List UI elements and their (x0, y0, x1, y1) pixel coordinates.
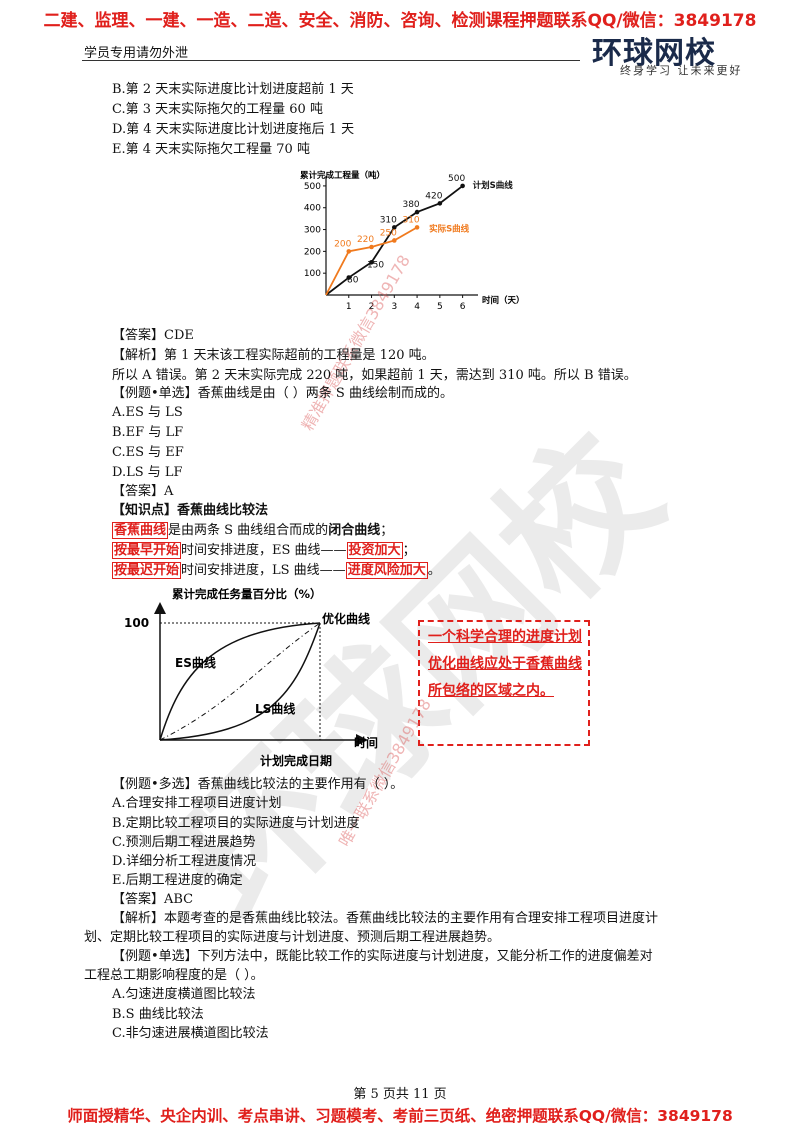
logo: 环球网校 (592, 36, 716, 71)
highlight-risk: 进度风险加大 (345, 562, 428, 579)
text: 时间安排进度，ES 曲线—— (181, 543, 347, 558)
x-tick-label: 6 (460, 302, 466, 312)
y-tick-label: 100 (304, 269, 321, 279)
y-tick-label: 300 (304, 226, 321, 236)
ls-label: LS曲线 (255, 701, 295, 716)
analysis-1b: 所以 A 错误。第 2 天末实际完成 220 吨，如果超前 1 天，需达到 31… (112, 368, 637, 383)
data-point (369, 244, 374, 250)
logo-slogan: 终身学习 让未来更好 (620, 64, 743, 77)
data-label: 500 (448, 174, 465, 184)
data-point (414, 209, 420, 215)
data-label: 420 (425, 191, 442, 201)
bottom-banner: 师面授精华、央企内训、考点串讲、习题模考、考前三页纸、绝密押题联系QQ/微信：3… (67, 1107, 733, 1125)
q2-option-a: A.ES 与 LS (112, 405, 183, 420)
knowledge-title: 【知识点】香蕉曲线比较法 (112, 503, 269, 518)
data-label: 200 (334, 239, 351, 249)
data-label: 310 (380, 215, 397, 225)
data-label: 310 (402, 215, 419, 225)
q2-answer: 【答案】A (112, 484, 174, 499)
punct: ； (380, 523, 394, 538)
knowledge-line-2: 按最早开始时间安排进度，ES 曲线——投资加大； (112, 542, 416, 560)
highlight-banana: 香蕉曲线 (112, 522, 169, 539)
optimized-label: 优化曲线 (322, 611, 370, 626)
banana-ylabel: 累计完成任务量百分比（%） (172, 587, 322, 601)
y-tick-label: 500 (304, 182, 321, 192)
text: 是由两条 S 曲线组合而成的 (168, 523, 329, 538)
q3-option-d: D.详细分析工程进度情况 (112, 854, 257, 869)
q4-option-c: C.非匀速进展横道图比较法 (112, 1026, 269, 1041)
q3-option-c: C.预测后期工程进展趋势 (112, 835, 256, 850)
data-point (346, 275, 352, 280)
page-number: 第 5 页共 11 页 (353, 1087, 447, 1102)
q3-option-e: E.后期工程进度的确定 (112, 873, 243, 888)
header-notice: 学员专用请勿外泄 (84, 46, 189, 61)
x-tick-label: 3 (391, 302, 397, 312)
optimized-curve (159, 622, 321, 741)
q2-option-b: B.EF 与 LF (112, 425, 184, 440)
q4-stem-b: 工程总工期影响程度的是（ ）。 (84, 968, 264, 983)
tick-100: 100 (124, 616, 149, 630)
data-point (369, 259, 374, 265)
closed-curve: 闭合曲线 (328, 523, 381, 538)
x-axis-label: 时间 (354, 735, 378, 750)
q2-option-c: C.ES 与 EF (112, 445, 184, 460)
knowledge-line-1: 香蕉曲线是由两条 S 曲线组合而成的闭合曲线； (112, 522, 393, 540)
data-label: 220 (357, 235, 374, 245)
analysis-1a: 【解析】第 1 天末该工程实际超前的工程量是 120 吨。 (112, 348, 435, 363)
x-tick-label: 1 (346, 302, 352, 312)
banana-curve-chart: 累计完成任务量百分比（%） 100 优化曲线 ES曲线 LS曲线 时间 计划完成… (124, 587, 378, 768)
ls-curve (159, 622, 321, 741)
es-curve (159, 622, 321, 741)
punct: 。 (427, 563, 441, 578)
highlight-invest: 投资加大 (346, 542, 403, 559)
y-tick-label: 400 (304, 204, 321, 214)
q3-option-b: B.定期比较工程项目的实际进度与计划进度 (112, 816, 360, 831)
q3-analysis-b: 划、定期比较工程项目的实际进度与计划进度、预测后期工程进展趋势。 (84, 930, 501, 945)
q3-analysis-a: 【解析】本题考查的是香蕉曲线比较法。香蕉曲线比较法的主要作用有合理安排工程项目进… (112, 911, 659, 926)
knowledge-line-3: 按最迟开始时间安排进度，LS 曲线——进度风险加大。 (112, 562, 441, 580)
option-c: C.第 3 天末实际拖欠的工程量 60 吨 (112, 102, 323, 117)
data-point (414, 225, 420, 230)
x-tick-label: 4 (414, 302, 420, 312)
data-label: 150 (367, 260, 384, 270)
x-axis-label: 时间（天） (482, 295, 520, 306)
q2-stem: 【例题•单选】香蕉曲线是由（ ）两条 S 曲线绘制而成的。 (112, 386, 453, 401)
series-name-2: 实际S曲线 (429, 223, 470, 234)
punct: ； (402, 543, 416, 558)
q3-option-a: A.合理安排工程项目进度计划 (112, 796, 282, 811)
option-d: D.第 4 天末实际进度比计划进度拖后 1 天 (112, 122, 355, 137)
y-tick-label: 200 (304, 247, 321, 257)
top-banner: 二建、监理、一建、一造、二造、安全、消防、咨询、检测课程押题联系QQ/微信：38… (43, 11, 757, 31)
data-point (392, 225, 397, 230)
data-label: 380 (402, 200, 419, 210)
header-rule (82, 60, 580, 61)
data-point (392, 238, 397, 243)
x-tick-label: 5 (437, 302, 443, 312)
q3-stem: 【例题•多选】香蕉曲线比较法的主要作用有（ ）。 (112, 777, 404, 792)
y-axis-label: 累计完成工程量（吨） (300, 170, 385, 181)
data-label: 80 (347, 276, 359, 286)
data-point (460, 183, 465, 189)
s-curve-chart: 累计完成工程量（吨） 时间（天） 100 200 300 400 500 1 2 3 4 5 6 80 15… (300, 170, 520, 312)
data-point (346, 249, 352, 254)
x-bottom-label: 计划完成日期 (260, 753, 332, 768)
option-e: E.第 4 天末实际拖欠工程量 70 吨 (112, 142, 310, 157)
text: 时间安排进度，LS 曲线—— (181, 563, 346, 578)
q4-option-b: B.S 曲线比较法 (112, 1007, 204, 1022)
option-b: B.第 2 天末实际进度比计划进度超前 1 天 (112, 82, 354, 97)
series-name-1: 计划S曲线 (473, 180, 514, 191)
highlight-latest: 按最迟开始 (112, 562, 182, 579)
q4-option-a: A.匀速进度横道图比较法 (112, 987, 256, 1002)
x-tick-label: 2 (369, 302, 375, 312)
q3-answer: 【答案】ABC (112, 892, 194, 907)
es-label: ES曲线 (175, 655, 216, 670)
answer-1: 【答案】CDE (112, 328, 194, 343)
q4-stem-a: 【例题•单选】下列方法中，既能比较工作的实际进度与计划进度，又能分析工作的进度偏… (112, 949, 653, 964)
highlight-earliest: 按最早开始 (112, 542, 182, 559)
q2-option-d: D.LS 与 LF (112, 465, 183, 480)
data-label: 250 (380, 228, 397, 238)
data-point (437, 201, 443, 206)
note-box: 一个科学合理的进度计划优化曲线应处于香蕉曲线所包络的区域之内。 (418, 620, 590, 746)
note-text: 一个科学合理的进度计划优化曲线应处于香蕉曲线所包络的区域之内。 (428, 629, 582, 699)
